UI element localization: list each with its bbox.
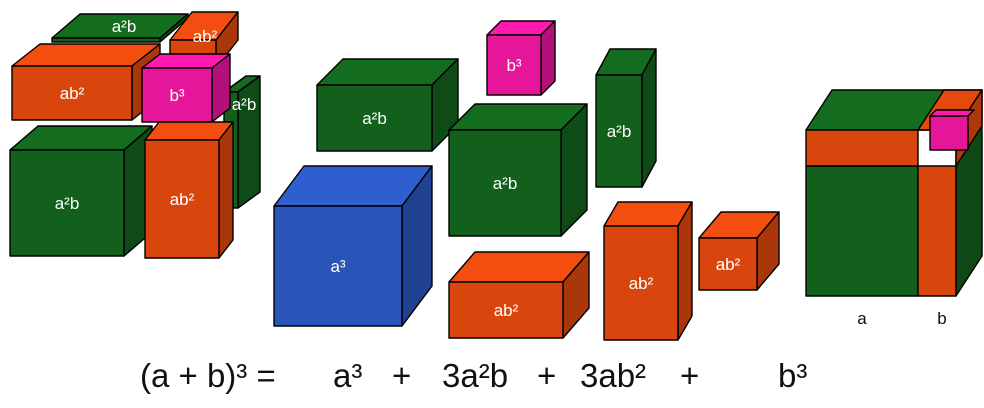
mid-ab2-tall-label: ab² — [629, 274, 654, 293]
left-ab2-top-right-label: ab² — [193, 27, 218, 46]
right-cube-b3-corner — [929, 115, 969, 151]
formula-term-3a2b: 3a²b — [442, 357, 509, 394]
left-a2b-front-front-face — [9, 149, 125, 257]
mid-a2b-right-side-face — [641, 48, 657, 188]
mid-a2b-top-front-face — [316, 84, 433, 152]
mid-b3-front-face — [486, 34, 542, 96]
mid-ab2-tall-top-face — [603, 201, 693, 227]
right-cube-b3-top — [929, 109, 975, 117]
right-cube-front-ab2-right — [917, 165, 957, 297]
formula-term-a-cubed: a³ — [333, 357, 363, 394]
formula-plus-3: + — [680, 357, 700, 394]
left-a2b-front-label: a²b — [55, 194, 80, 213]
mid-ab2-small-label: ab² — [716, 255, 741, 274]
mid-a2b-center-label: a²b — [493, 174, 518, 193]
mid-ab2-bottom-label: ab² — [494, 301, 519, 320]
mid-a3-label: a³ — [330, 257, 345, 276]
mid-ab2-small-front-face — [698, 237, 758, 291]
right-cube-front-a2b — [805, 165, 919, 297]
left-a2b-top-label: a²b — [112, 17, 137, 36]
right-cube-axis-a: a — [857, 309, 867, 328]
mid-b3-label: b³ — [506, 56, 521, 75]
mid-a2b-right-label: a²b — [607, 122, 632, 141]
formula-term-b-cubed: b³ — [778, 357, 808, 394]
right-cube-front-ab2-top — [805, 129, 919, 167]
mid-b3-side-face — [540, 20, 556, 96]
mid-ab2-tall-front-face — [603, 225, 679, 341]
binomial-cube-formula: (a + b)³ = a³ + 3a²b + 3ab² + b³ — [0, 356, 984, 400]
left-ab2-lower-front-face — [144, 139, 220, 259]
mid-a3-front-face — [273, 205, 403, 327]
formula-term-3ab2: 3ab² — [580, 357, 647, 394]
mid-ab2-tall-side-face — [677, 201, 693, 341]
mid-a2b-center-front-face — [448, 129, 562, 237]
mid-a2b-right-front-face — [595, 74, 643, 188]
left-b3-label: b³ — [169, 86, 184, 105]
mid-a2b-top-label: a²b — [362, 109, 387, 128]
left-ab2-upper-front-face — [11, 65, 133, 121]
right-cube-axis-b: b — [937, 309, 946, 328]
formula-plus-1: + — [392, 357, 412, 394]
left-ab2-lower-side-face — [218, 121, 234, 259]
left-ab2-lower-label: ab² — [170, 190, 195, 209]
left-ab2-upper-label: ab² — [60, 84, 85, 103]
left-a2b-right-label: a²b — [232, 95, 257, 114]
formula-plus-2: + — [537, 357, 557, 394]
left-ab2-lower-top-face — [144, 121, 234, 141]
left-a2b-top-front-face — [51, 37, 161, 43]
mid-ab2-bottom-front-face — [448, 281, 564, 339]
formula-lhs: (a + b)³ = — [140, 357, 276, 394]
